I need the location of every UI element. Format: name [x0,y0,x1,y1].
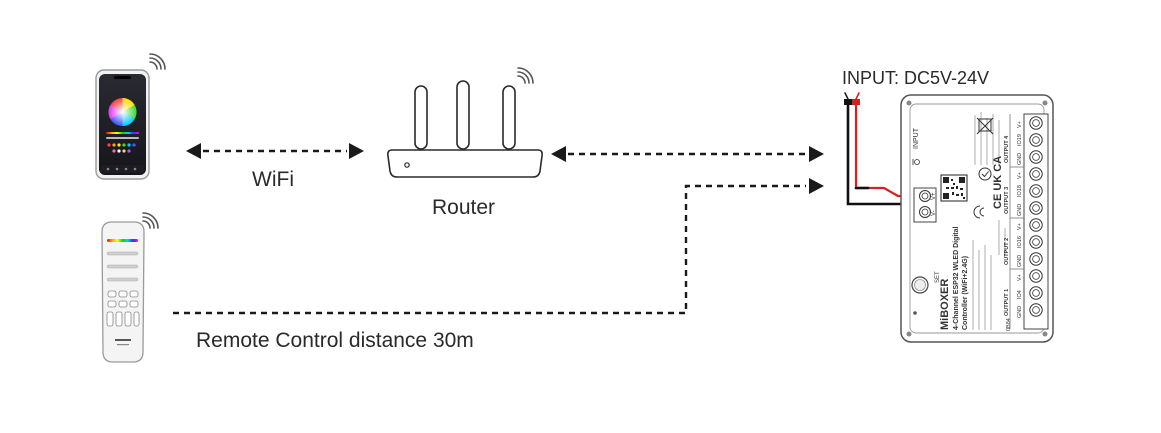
set-mark: SET [935,271,941,283]
controller-device: MiBOXER 4-Channel ESP32 WLED Digital Con… [900,94,1054,343]
recycle-bin-icon [976,117,994,135]
pin-label: V+ [1017,121,1023,128]
wifi-signal-icon [517,67,534,84]
output-2-label: OUTPUT 2 [1004,238,1010,265]
pin-label: IO18 [1017,185,1023,197]
controller-title-line2: Controller (WiFi+2.4G) [962,256,969,330]
pin-label: GND [1017,204,1023,216]
arrow-head-left-icon [186,143,201,159]
controller-brand: MiBOXER [939,279,951,330]
wifi-signal-icon [149,53,166,70]
arrow-router-controller [551,146,824,162]
pin-label: GND [1017,255,1023,267]
pin-label: IO4 [1017,290,1023,299]
led-indicator-icon [913,311,917,315]
remote-control [101,212,159,363]
color-wheel-icon [108,98,137,126]
input-terminal [913,187,937,223]
arrow-head-right-icon [809,146,824,162]
router [387,67,543,178]
pin-label: V+ [1017,172,1023,179]
dc-polarity-icon [912,159,920,165]
input-pin-vminus: V- [931,210,937,216]
controller-label-block: MiBOXER 4-Channel ESP32 WLED Digital Con… [912,112,1012,331]
pin-label: V+ [1017,223,1023,230]
remote-distance-label: Remote Control distance 30m [196,329,474,352]
wifi-label: WiFi [252,168,294,191]
certification-marks: CE UK CA [992,156,1004,209]
output-1-label: OUTPUT 1 [1004,289,1010,316]
arrow-head-right-icon [809,178,824,194]
arrow-head-right-icon [349,143,364,159]
router-label: Router [432,196,496,219]
arrow-remote-controller [173,178,824,315]
input-mark: INPUT [913,127,920,149]
output-3-label: OUTPUT 3 [1004,187,1010,214]
arrow-phone-router [186,143,364,159]
input-pin-vplus: V+ [931,192,937,200]
controller-title-line1: 4-Channel ESP32 WLED Digital [953,226,960,330]
qr-code-icon [940,174,968,202]
pin-label: GND [1017,153,1023,165]
pin-label: V+ [1017,274,1023,281]
pin-label: GND [1017,306,1023,318]
pin-label: IO19 [1017,134,1023,146]
arrow-head-left-icon [551,146,566,162]
preset-color-dots [107,143,136,153]
smartphone [95,53,166,180]
device-code: 0B84 [1006,318,1012,331]
smart-badge-icon [978,167,992,181]
pin-label: IO16 [1017,236,1023,248]
input-voltage-label: INPUT: DC5V-24V [842,68,990,88]
output-4-label: OUTPUT 4 [1004,135,1010,163]
set-button [911,276,929,294]
output-pin-labels: GND IO4 V+ GND IO16 V+ GND IO18 V+ GND I… [1017,121,1023,318]
wifi-logo-icon [973,205,985,219]
output-terminals [1009,113,1049,330]
output-labels: OUTPUT 1 OUTPUT 2 OUTPUT 3 OUTPUT 4 [1004,135,1010,316]
wifi-signal-icon [142,212,159,229]
